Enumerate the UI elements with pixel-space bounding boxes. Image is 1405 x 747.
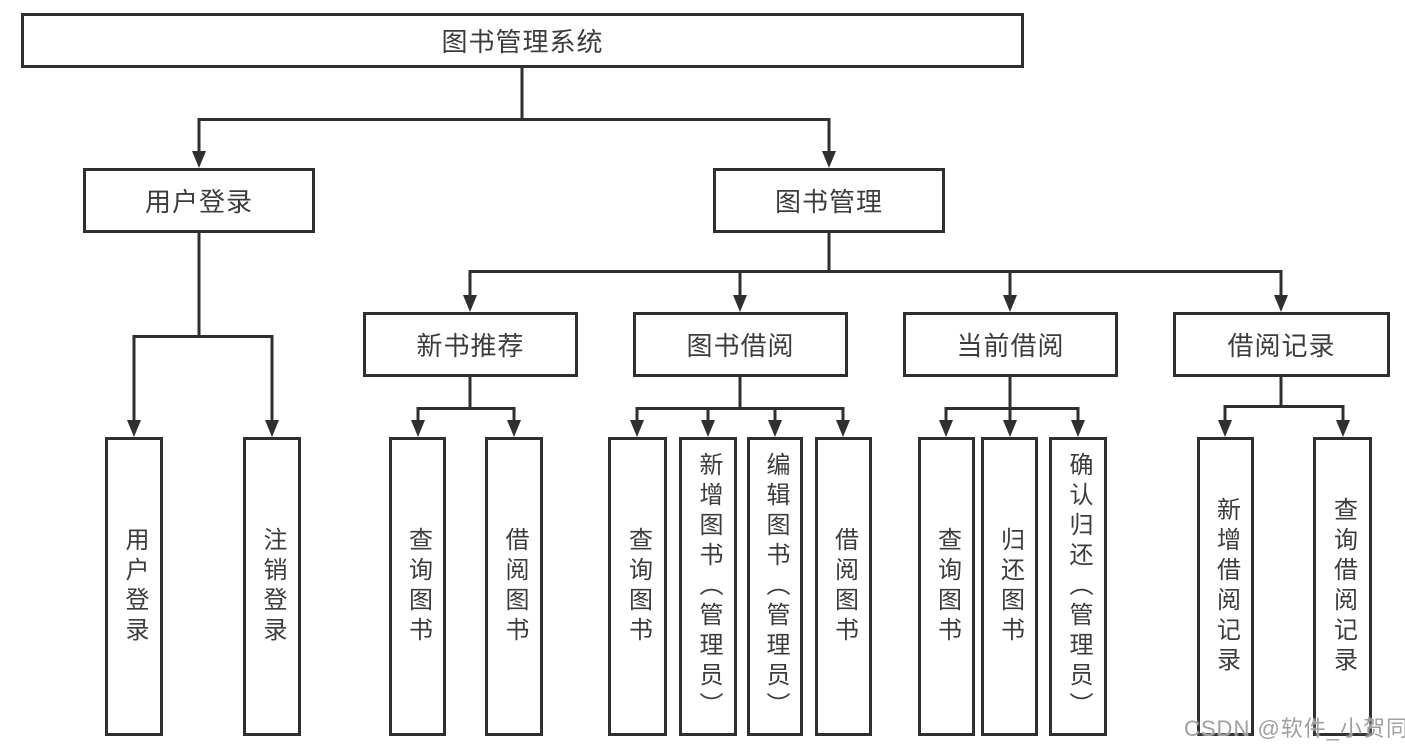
node-query-books-current: 查询图书	[918, 437, 975, 736]
node-book-management: 图书管理	[713, 168, 945, 233]
node-query-books-recommend: 查询图书	[389, 437, 446, 736]
node-borrow-records: 借阅记录	[1173, 312, 1390, 377]
node-return-books: 归还图书	[981, 437, 1038, 736]
node-query-books-borrow: 查询图书	[608, 437, 667, 736]
node-user-login: 用户登录	[83, 168, 315, 233]
node-borrow-books: 借阅图书	[815, 437, 872, 736]
node-user-login-action: 用户登录	[105, 437, 163, 736]
node-confirm-return-admin: 确认归还（管理员）	[1049, 437, 1107, 736]
node-book-borrowing: 图书借阅	[633, 312, 848, 377]
node-borrow-books-recommend: 借阅图书	[485, 437, 543, 736]
node-library-system: 图书管理系统	[21, 13, 1024, 68]
arrowhead-icons	[127, 151, 1350, 437]
node-current-borrowing: 当前借阅	[903, 312, 1118, 377]
node-query-borrow-record: 查询借阅记录	[1313, 437, 1372, 736]
node-add-books-admin: 新增图书（管理员）	[679, 437, 737, 736]
connector-segments	[132, 68, 1345, 422]
node-logout: 注销登录	[243, 437, 301, 736]
node-add-borrow-record: 新增借阅记录	[1197, 437, 1254, 736]
watermark-text: CSDN @软件_小贺同学	[1184, 716, 1405, 741]
node-new-book-recommend: 新书推荐	[363, 312, 578, 377]
node-edit-books-admin: 编辑图书（管理员）	[747, 437, 803, 736]
